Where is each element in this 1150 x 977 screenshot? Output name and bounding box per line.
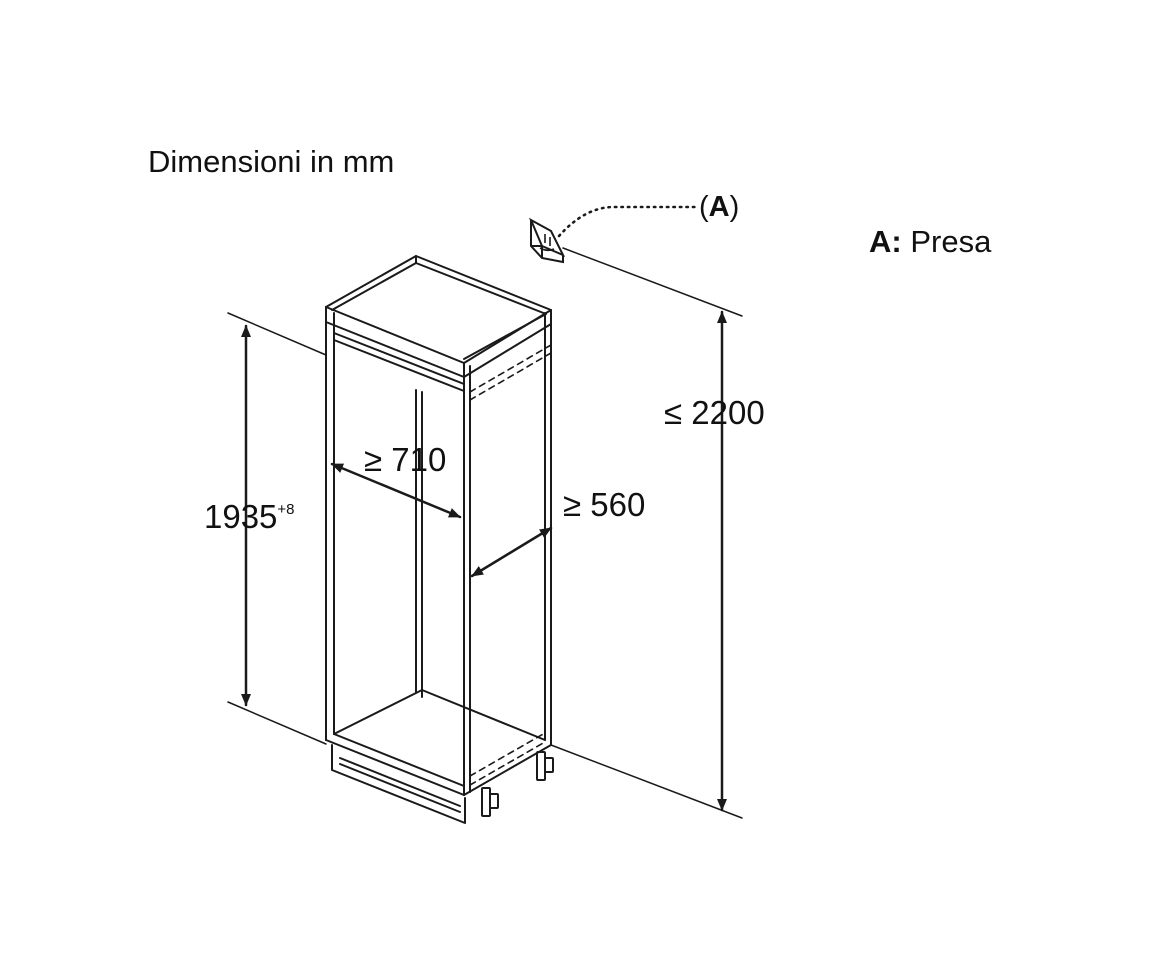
callout-letter: A [708,191,730,223]
dimension-max-total-height: ≤ 2200 [664,394,765,431]
dimension-min-width: ≥ 560 [563,486,646,523]
dimension-arrow-710 [330,462,462,519]
dimension-min-depth: ≥ 710 [364,441,447,478]
dimension-arrow-560 [470,526,553,578]
cabinet-plinth [331,744,466,824]
extension-lines [227,247,743,819]
niche-height-value: 1935 [204,498,278,535]
legend-value: Presa [910,224,992,259]
callout-open-paren: ( [699,191,709,223]
page-title: Dimensioni in mm [148,144,395,179]
callout-leader [557,205,700,238]
dimension-niche-height: 1935+8 [204,500,295,533]
cabinet-feet [481,751,554,817]
callout-label-a: (A) [699,193,739,222]
legend-entry-a: A: Presa [869,226,991,257]
cabinet-front-right-post [463,309,552,796]
cabinet-top [325,255,552,409]
legend-key: A: [869,224,902,259]
hidden-edges [469,344,552,786]
niche-height-tolerance: +8 [277,501,295,518]
cabinet-front-left-post [325,306,335,741]
power-socket-icon [528,217,566,264]
cabinet-bottom [325,689,552,796]
cabinet-back-post [415,389,423,698]
callout-close-paren: ) [729,191,740,223]
